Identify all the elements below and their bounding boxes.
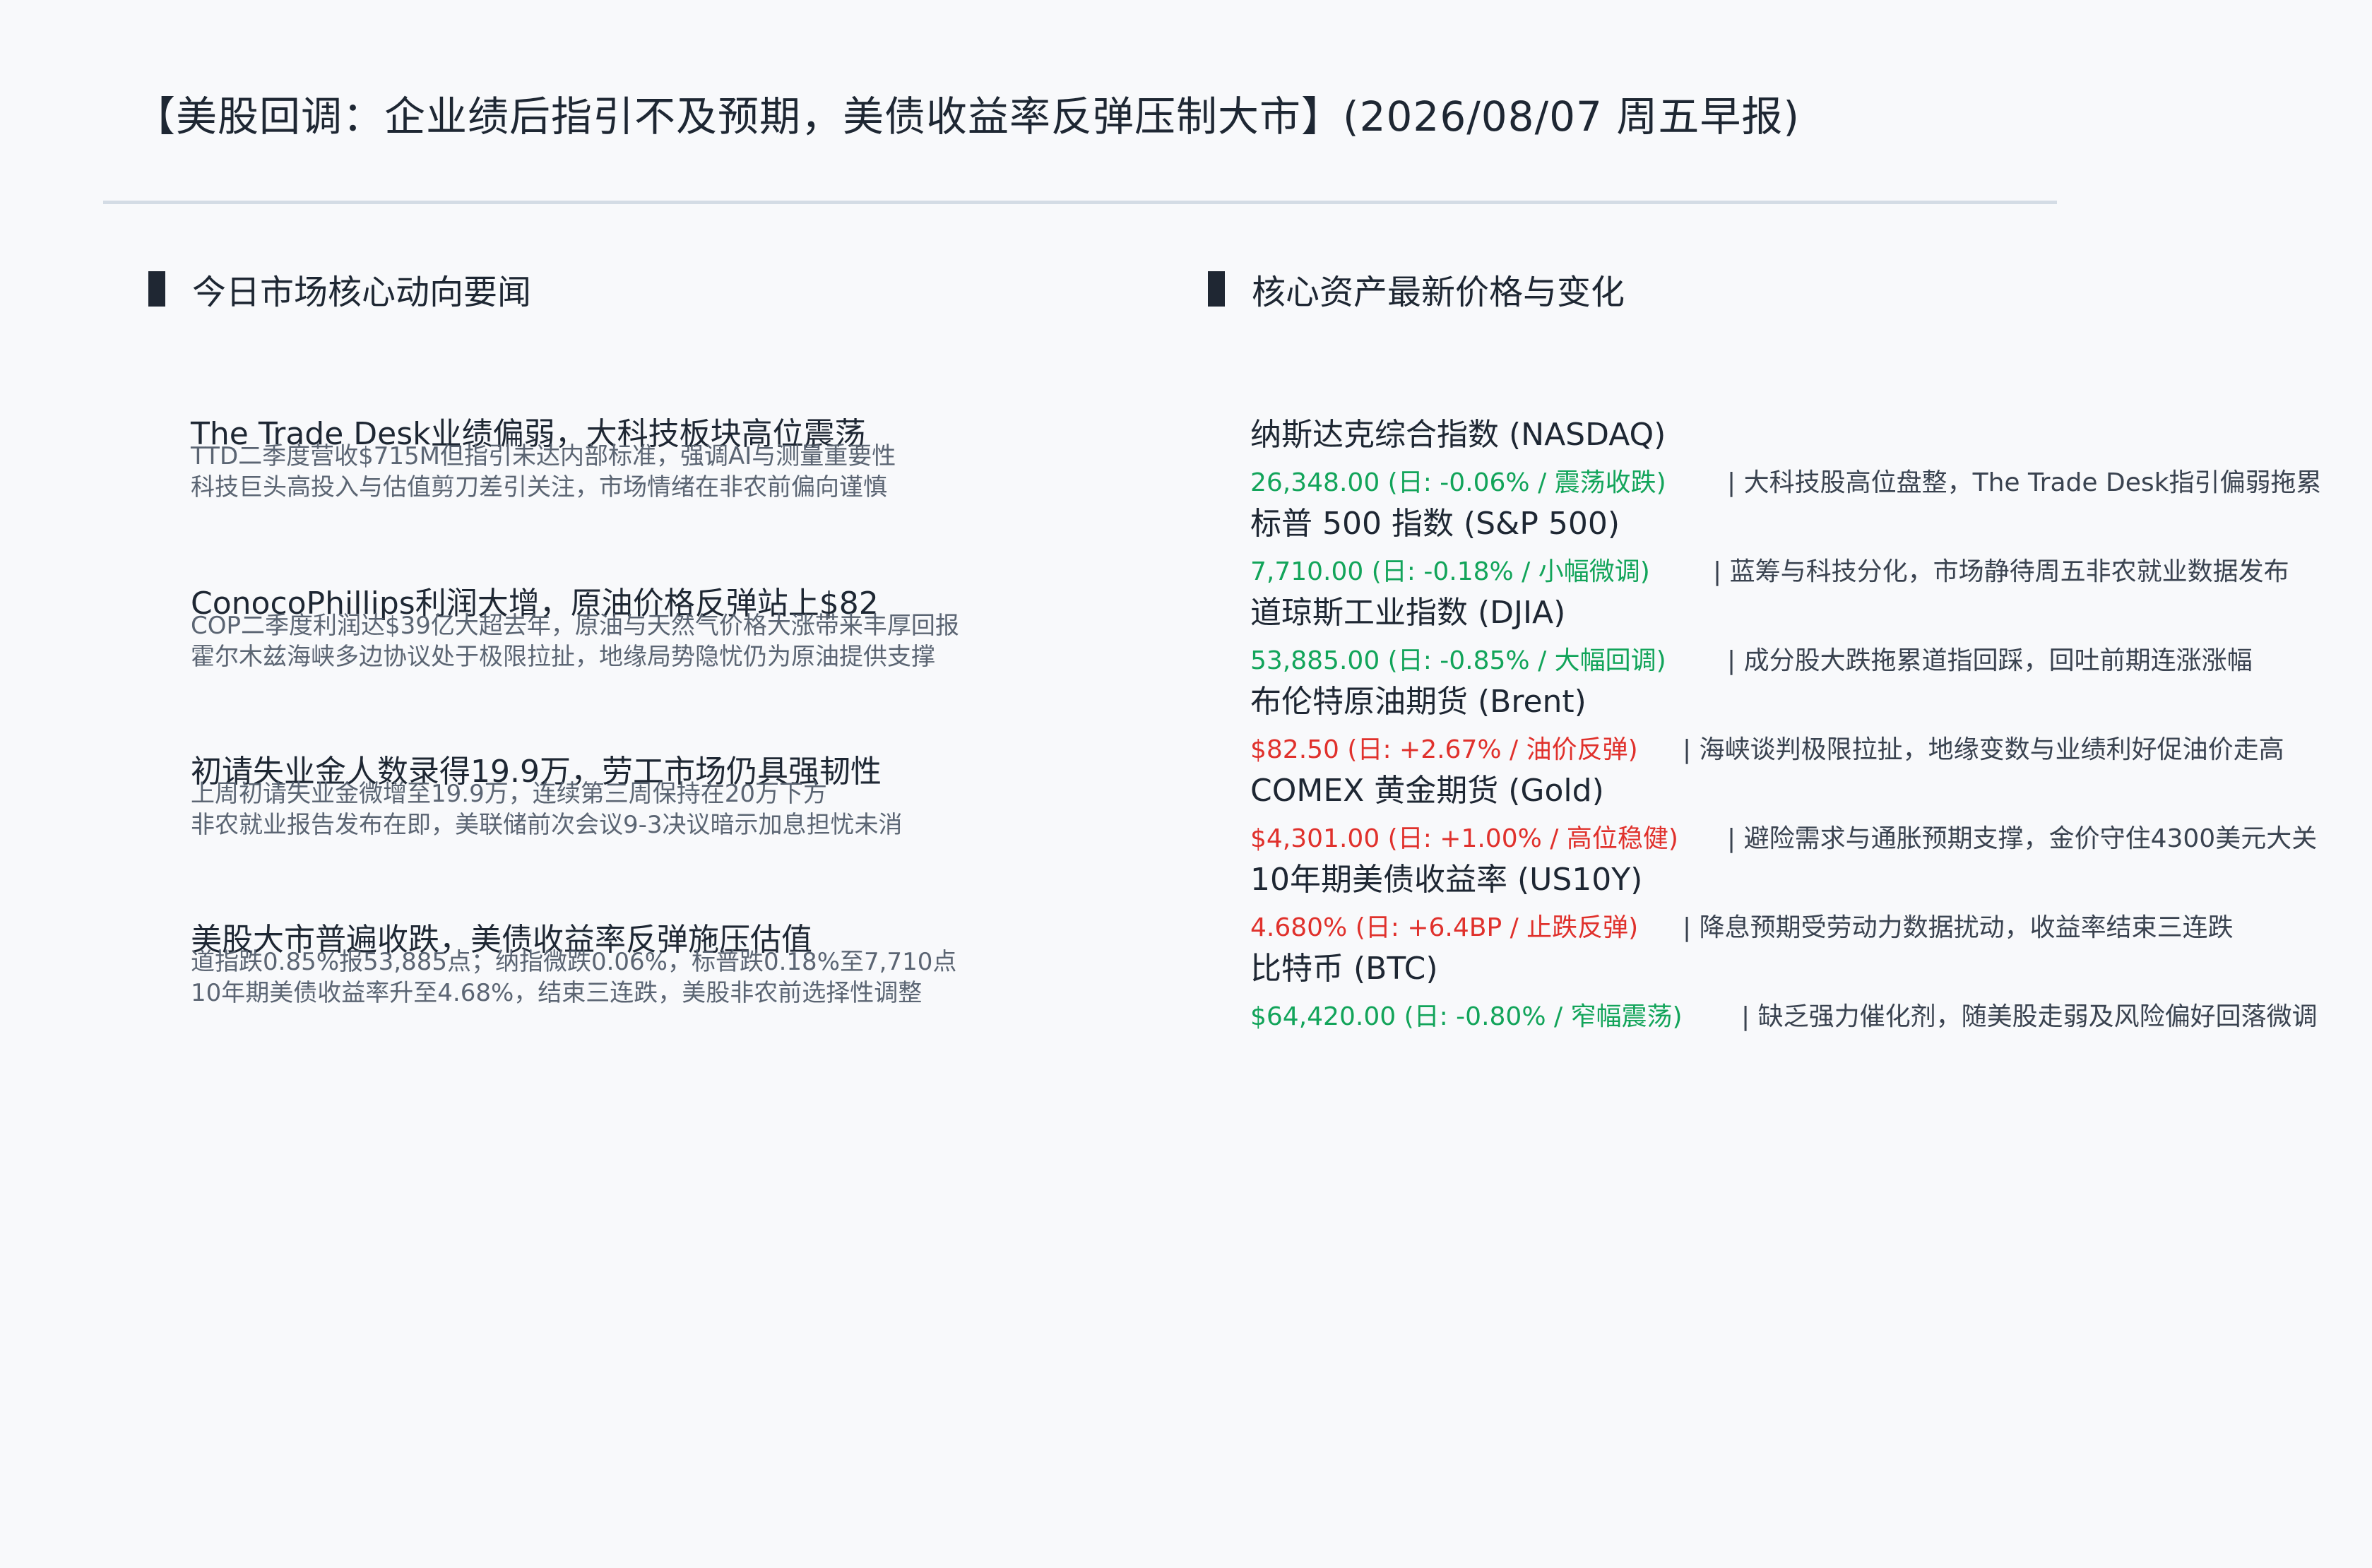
news-section-title: 今日市场核心动向要闻 [192,273,532,312]
asset-name: 布伦特原油期货 (Brent) [1250,684,1587,720]
news-detail: 科技巨头高投入与估值剪刀差引关注，市场情绪在非农前偏向谨慎 [191,473,887,501]
news-item: The Trade Desk业绩偏弱，大科技板块高位震荡 TTD二季度营收$71… [191,418,1215,503]
asset-price: 4.680% (日: +6.4BP / 止跌反弹) [1250,913,1639,942]
asset-name: 10年期美债收益率 (US10Y) [1250,862,1643,898]
news-item: ConocoPhillips利润大增，原油价格反弹站上$82 COP二季度利润达… [191,588,1215,672]
asset-note: | 海峡谈判极限拉扯，地缘变数与业绩利好促油价走高 [1683,735,2284,764]
asset-price: 26,348.00 (日: -0.06% / 震荡收跌) [1250,468,1666,497]
asset-name: 比特币 (BTC) [1250,951,1438,987]
news-title: The Trade Desk业绩偏弱，大科技板块高位震荡 [191,416,866,452]
asset-name: 纳斯达克综合指数 (NASDAQ) [1250,417,1666,453]
asset-btc: 比特币 (BTC) $64,420.00 (日: -0.80% / 窄幅震荡) … [1250,949,2352,1035]
asset-note: | 避险需求与通胀预期支撑，金价守住4300美元大关 [1727,824,2318,853]
asset-note: | 降息预期受劳动力数据扰动，收益率结束三连跌 [1683,913,2234,942]
asset-gold: COMEX 黄金期货 (Gold) $4,301.00 (日: +1.00% /… [1250,771,2352,857]
news-item: 初请失业金人数录得19.9万，劳工市场仍具强韧性 上周初请失业金微增至19.9万… [191,756,1215,841]
news-detail: 10年期美债收益率升至4.68%，结束三连跌，美股非农前选择性调整 [191,979,923,1007]
asset-name: 道琼斯工业指数 (DJIA) [1250,595,1566,631]
page-title: 【美股回调：企业绩后指引不及预期，美债收益率反弹压制大市】(2026/08/07… [134,93,1800,141]
asset-note: | 大科技股高位盘整，The Trade Desk指引偏弱拖累 [1727,468,2322,497]
asset-price: $4,301.00 (日: +1.00% / 高位稳健) [1250,824,1678,853]
asset-name: COMEX 黄金期货 (Gold) [1250,773,1604,809]
assets-section-header: 核心资产最新价格与变化 [1208,264,1625,314]
news-detail: COP二季度利润达$39亿大超去年，原油与天然气价格大涨带来丰厚回报 [191,612,959,640]
asset-note: | 缺乏强力催化剂，随美股走弱及风险偏好回落微调 [1741,1002,2318,1031]
news-title: ConocoPhillips利润大增，原油价格反弹站上$82 [191,586,879,622]
assets-section-title: 核心资产最新价格与变化 [1252,273,1625,312]
title-divider [103,201,2057,204]
news-detail: 道指跌0.85%报53,885点；纳指微跌0.06%，标普跌0.18%至7,71… [191,948,957,976]
news-detail: 上周初请失业金微增至19.9万，连续第三周保持在20万下方 [191,780,827,808]
asset-sp500: 标普 500 指数 (S&P 500) 7,710.00 (日: -0.18% … [1250,504,2352,590]
asset-nasdaq: 纳斯达克综合指数 (NASDAQ) 26,348.00 (日: -0.06% /… [1250,415,2352,501]
news-item: 美股大市普遍收跌，美债收益率反弹施压估值 道指跌0.85%报53,885点；纳指… [191,924,1215,1009]
asset-djia: 道琼斯工业指数 (DJIA) 53,885.00 (日: -0.85% / 大幅… [1250,593,2352,679]
news-title: 初请失业金人数录得19.9万，劳工市场仍具强韧性 [191,754,882,790]
asset-name: 标普 500 指数 (S&P 500) [1250,506,1620,542]
asset-price: 7,710.00 (日: -0.18% / 小幅微调) [1250,557,1650,586]
asset-note: | 蓝筹与科技分化，市场静待周五非农就业数据发布 [1713,557,2289,586]
news-detail: 霍尔木兹海峡多边协议处于极限拉扯，地缘局势隐忧仍为原油提供支撑 [191,643,935,671]
asset-price: 53,885.00 (日: -0.85% / 大幅回调) [1250,646,1666,675]
section-marker-icon [1208,271,1225,307]
asset-price: $82.50 (日: +2.67% / 油价反弹) [1250,735,1638,764]
news-section-header: 今日市场核心动向要闻 [148,264,531,314]
news-detail: TTD二季度营收$715M但指引未达内部标准，强调AI与测量重要性 [191,442,896,470]
asset-brent: 布伦特原油期货 (Brent) $82.50 (日: +2.67% / 油价反弹… [1250,682,2352,768]
asset-note: | 成分股大跌拖累道指回踩，回吐前期连涨涨幅 [1727,646,2253,675]
section-marker-icon [148,271,165,307]
asset-price: $64,420.00 (日: -0.80% / 窄幅震荡) [1250,1002,1683,1031]
news-title: 美股大市普遍收跌，美债收益率反弹施压估值 [191,922,812,958]
news-detail: 非农就业报告发布在即，美联储前次会议9-3决议暗示加息担忧未消 [191,811,903,839]
asset-us10y: 10年期美债收益率 (US10Y) 4.680% (日: +6.4BP / 止跌… [1250,860,2352,946]
